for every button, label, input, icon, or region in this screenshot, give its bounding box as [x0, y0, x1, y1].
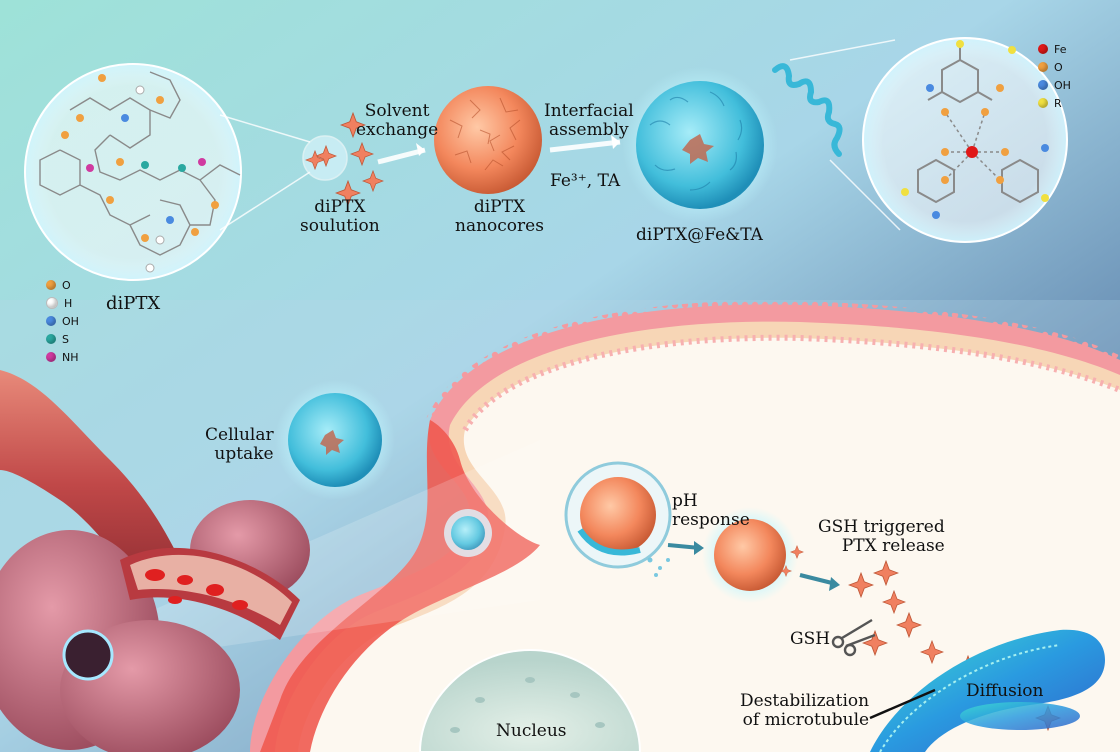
legend-swatch: [46, 352, 56, 362]
label-solvent-exchange: Solvent exchange: [356, 101, 439, 140]
legend-label: R: [1054, 96, 1062, 110]
legend-swatch: [1038, 44, 1048, 54]
legend-label: O: [62, 278, 71, 292]
blood-vessel: [0, 370, 310, 752]
label-diptx: diPTX: [106, 293, 161, 314]
legend-swatch: [46, 316, 56, 326]
legend-item: O: [1038, 58, 1071, 76]
label-gsh: GSH: [790, 629, 831, 649]
nucleus: [418, 648, 642, 752]
legend-label: OH: [62, 314, 79, 328]
label-cellular-uptake: Cellular uptake: [205, 425, 274, 464]
scissors-icon: [831, 618, 876, 657]
legend-swatch: [46, 334, 56, 344]
legend-swatch: [1038, 80, 1048, 90]
label-gsh-triggered: GSH triggered PTX release: [818, 517, 945, 556]
cellular-uptake-particle: [275, 380, 395, 500]
legend-item: O: [46, 276, 79, 294]
label-destabilization: Destabilization of microtubule: [740, 691, 870, 730]
fe-ta-complex-bubble: [862, 37, 1068, 243]
legend-item: S: [46, 330, 79, 348]
legend-item: OH: [46, 312, 79, 330]
nanocore-particle: [434, 86, 542, 194]
legend-label: S: [62, 332, 69, 346]
endocytosis-membrane: [260, 420, 540, 752]
legend-swatch: [1038, 98, 1048, 108]
cell: [250, 300, 1120, 752]
legend-label: OH: [1054, 78, 1071, 92]
legend-label: H: [64, 296, 73, 310]
legend-label: Fe: [1054, 42, 1067, 56]
diptx-molecule-bubble: [24, 63, 242, 281]
coated-nanoparticle: [622, 67, 778, 223]
label-nucleus: Nucleus: [496, 721, 567, 741]
diptx-solution-bubble: [302, 112, 384, 206]
legend-label: O: [1054, 60, 1063, 74]
legend-swatch: [1038, 62, 1048, 72]
polymer-spring: [772, 63, 843, 157]
uptake-particle: [444, 509, 492, 557]
legend-item: R: [1038, 94, 1071, 112]
legend-item: H: [46, 294, 79, 312]
legend-item: NH: [46, 348, 79, 366]
released-nanocore: [702, 507, 798, 603]
legend-item: OH: [1038, 76, 1071, 94]
endosome: [564, 461, 672, 577]
label-interfacial-assembly: Interfacial assembly: [544, 101, 634, 140]
label-diffusion: Diffusion: [966, 681, 1044, 701]
legend-swatch: [46, 297, 58, 309]
legend-swatch: [46, 280, 56, 290]
label-diptx-nanocores: diPTX nanocores: [455, 197, 544, 236]
label-ph-response: pH response: [672, 491, 750, 530]
microtubule: [870, 629, 1105, 752]
label-fe-ta: Fe³⁺, TA: [550, 171, 621, 191]
label-diptx-fe-ta: diPTX@Fe&TA: [636, 225, 763, 245]
legend-label: NH: [62, 350, 79, 364]
legend-item: Fe: [1038, 40, 1071, 58]
zoom-cone: [85, 440, 540, 665]
label-diptx-solution: diPTX soulution: [300, 197, 380, 236]
